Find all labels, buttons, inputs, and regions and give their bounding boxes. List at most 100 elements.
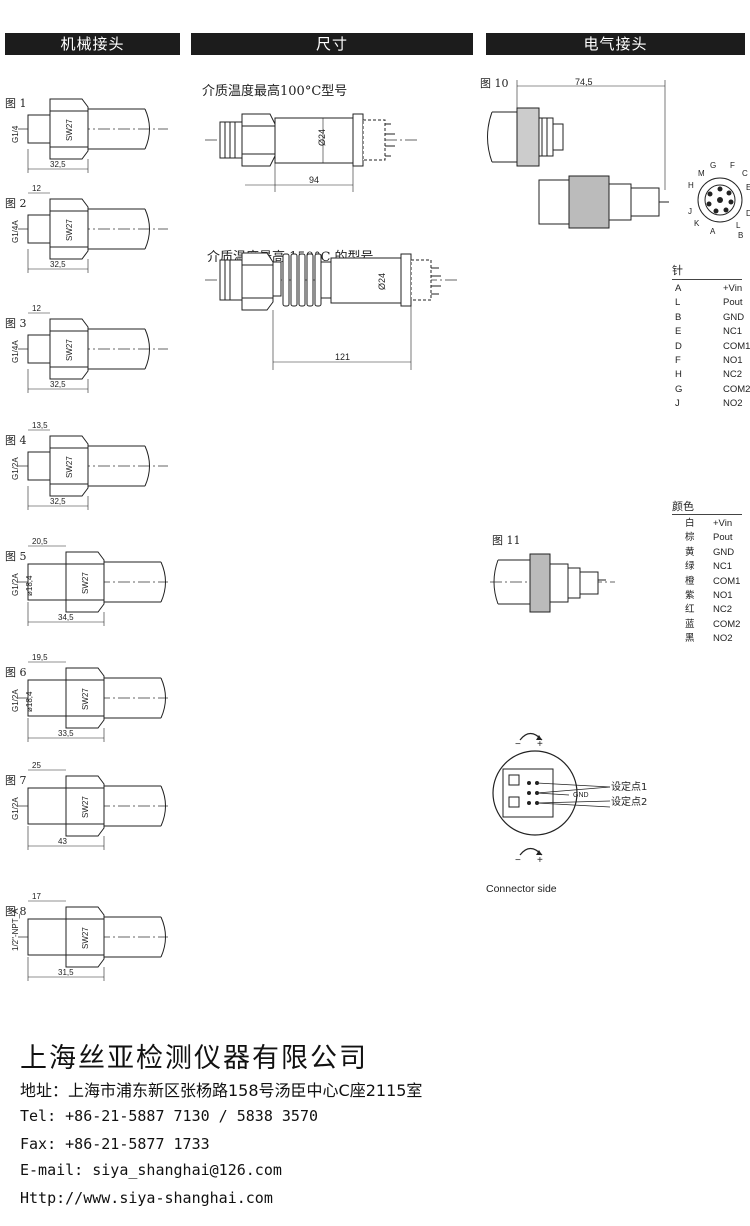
colors-title: 颜色 xyxy=(672,500,694,513)
header-electrical: 电气接头 xyxy=(486,33,745,55)
table-cell: +Vin xyxy=(723,283,743,294)
mech-length-label: 32,5 xyxy=(50,497,66,506)
company-name: 上海丝亚检测仪器有限公司 xyxy=(20,1043,368,1074)
mech-figure-label: 图 6 xyxy=(5,666,27,679)
table-cell: NC1 xyxy=(713,561,733,573)
table-cell: NO2 xyxy=(723,398,743,410)
pins-title: 针 xyxy=(672,264,683,277)
table-cell: 棕 xyxy=(685,532,695,544)
sensor-150c-drawing: Ø24 121 xyxy=(205,252,460,370)
pin-letter: B xyxy=(738,231,743,240)
table-row: 橙 COM1 xyxy=(685,575,750,589)
mech-figure-label: 图 2 xyxy=(5,197,27,210)
pin-letter: C xyxy=(742,169,748,178)
company-email: E-mail: siya_shanghai@126.com xyxy=(20,1161,282,1179)
table-cell: E xyxy=(675,326,682,338)
connector-minus-top: − xyxy=(515,739,521,750)
pin-letter: M xyxy=(698,169,705,178)
mech-length-label: 33,5 xyxy=(58,729,74,738)
mech-sw-label: SW27 xyxy=(65,456,74,478)
fig11-label: 图 11 xyxy=(492,534,521,547)
mech-thread-label: G1/4 xyxy=(11,125,20,143)
table-cell: NC1 xyxy=(723,326,743,338)
mech-top-dimension: 17 xyxy=(32,892,41,901)
mech-length-label: 31,5 xyxy=(58,968,74,977)
sensor-100c-drawing: Ø24 94 xyxy=(205,113,420,192)
mech-figure-drawing: SW27 G1/4 32,5 xyxy=(11,98,168,173)
mech-figure-label: 图 3 xyxy=(5,317,27,330)
table-cell: 白 xyxy=(685,518,695,529)
header-dimensions: 尺寸 xyxy=(191,33,473,55)
mech-top-dimension: 12 xyxy=(32,304,41,313)
table-cell: Pout xyxy=(723,297,743,309)
mech-top-dimension: 20,5 xyxy=(32,537,48,546)
connector-setpoint1: 设定点1 xyxy=(611,780,647,793)
table-cell: 橙 xyxy=(685,575,695,587)
table-cell: NC2 xyxy=(713,604,733,616)
fig11-connector-drawing xyxy=(490,553,615,613)
mech-figure-label: 图 8 xyxy=(5,905,27,918)
table-cell: COM1 xyxy=(723,340,750,352)
table-row: 白+Vin xyxy=(685,517,750,531)
mech-top-dimension: 13,5 xyxy=(32,421,48,430)
connector-plus-top: + xyxy=(537,739,543,750)
table-row: J NO2 xyxy=(675,397,750,411)
connector-plus-bottom: + xyxy=(537,855,543,866)
table-cell: COM1 xyxy=(713,575,741,587)
pin-letter: F xyxy=(730,161,735,170)
table-cell: NC2 xyxy=(723,369,743,381)
mech-thread-label: G1/2A xyxy=(11,689,20,712)
mech-figure-label: 图 7 xyxy=(5,774,27,787)
mech-dia-label: ø18,4 xyxy=(25,691,34,712)
header-mechanical: 机械接头 xyxy=(5,33,180,55)
mech-sw-label: SW27 xyxy=(81,927,90,949)
connector-gnd: GND xyxy=(573,792,589,799)
table-cell: 黄 xyxy=(685,546,695,558)
table-row: D COM1 xyxy=(675,340,750,354)
mech-length-label: 32,5 xyxy=(50,160,66,169)
mech-figure-label: 图 1 xyxy=(5,97,27,110)
mech-top-dimension: 12 xyxy=(32,184,41,193)
table-cell: D xyxy=(675,340,682,352)
mech-top-dimension: 25 xyxy=(32,761,41,770)
table-cell: A xyxy=(675,283,682,294)
table-row: A +Vin xyxy=(675,282,750,296)
table-row: E NC1 xyxy=(675,325,750,339)
dimension-length-150: 121 xyxy=(335,352,350,362)
company-address: 地址：上海市浦东新区张杨路158号汤臣中心C座2115室 xyxy=(20,1081,423,1100)
mech-thread-label: G1/4A xyxy=(11,220,20,243)
mech-thread-label: G1/2A xyxy=(11,797,20,820)
mech-sw-label: SW27 xyxy=(65,119,74,141)
table-cell: GND xyxy=(723,311,745,323)
company-tel: Tel: +86-21-5887 7130 / 5838 3570 xyxy=(20,1107,319,1125)
dimension-dia-150: Ø24 xyxy=(377,273,387,290)
table-row: G COM2 xyxy=(675,383,750,397)
pin-letter: L xyxy=(736,221,741,230)
table-cell: G xyxy=(675,383,683,395)
mech-figure-label: 图 5 xyxy=(5,550,27,563)
mech-sw-label: SW27 xyxy=(65,219,74,241)
mech-figure-drawing: SW27 1/2"-NPT_A 31,5 17 xyxy=(11,892,168,981)
mech-length-label: 34,5 xyxy=(58,613,74,622)
mech-length-label: 32,5 xyxy=(50,380,66,389)
table-cell: J xyxy=(675,398,680,410)
mech-figure-label: 图 4 xyxy=(5,434,27,447)
mech-sw-label: SW27 xyxy=(81,688,90,710)
table-cell: Pout xyxy=(713,532,733,544)
pin-letter: E xyxy=(746,183,750,192)
pin-letter: K xyxy=(694,219,700,228)
mech-thread-label: 1/2"-NPT_A xyxy=(11,908,20,951)
table-cell: 黑 xyxy=(685,633,695,645)
connector-side-diagram: − + GND 设定点1 设定点2 − + xyxy=(492,732,647,866)
table-cell: COM2 xyxy=(713,618,741,630)
table-cell: COM2 xyxy=(723,383,750,395)
connector-minus-bottom: − xyxy=(515,855,521,866)
